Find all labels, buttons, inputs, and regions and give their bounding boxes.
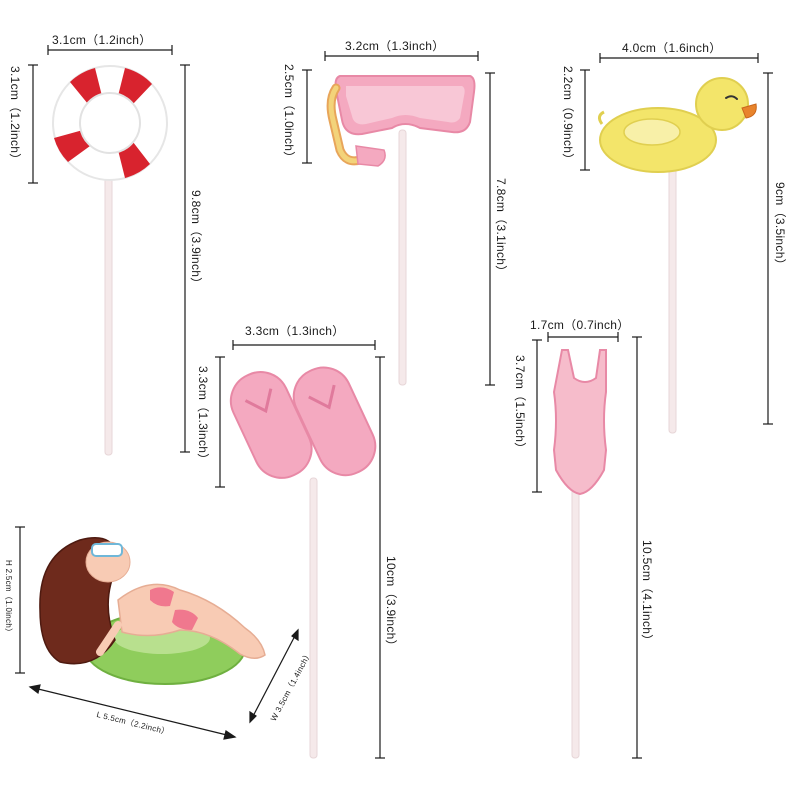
arm bbox=[96, 621, 122, 656]
duck-beak bbox=[741, 103, 757, 119]
duck-head bbox=[695, 77, 749, 131]
swimsuit-height-label: 3.7cm（1.5inch） bbox=[513, 355, 527, 455]
bikini-bottom bbox=[172, 609, 198, 630]
duck-total-label: 9cm（3.5inch） bbox=[773, 182, 787, 271]
snorkel-mouthpiece bbox=[355, 145, 386, 167]
goggles-width-label: 3.2cm（1.3inch） bbox=[345, 39, 445, 53]
swimsuit-width-label: 1.7cm（0.7inch） bbox=[530, 318, 630, 332]
sunglasses bbox=[91, 543, 123, 557]
goggles-topper bbox=[326, 75, 476, 386]
flipflops-topper bbox=[229, 366, 377, 759]
flipflops-stick bbox=[309, 477, 318, 759]
duck-stick bbox=[668, 167, 677, 434]
duck-width-label: 4.0cm（1.6inch） bbox=[622, 41, 722, 55]
goggles-stick bbox=[398, 129, 407, 386]
swimsuit-body bbox=[552, 349, 608, 496]
duck-height-label: 2.2cm（0.9inch） bbox=[561, 66, 575, 166]
flipflops-height-label: 3.3cm（1.3inch） bbox=[196, 366, 210, 466]
goggles-height-label: 2.5cm（1.0inch） bbox=[282, 64, 296, 164]
duck-topper bbox=[597, 77, 757, 434]
swimsuit-total-label: 10.5cm（4.1inch） bbox=[640, 540, 654, 647]
lifebuoy-stick bbox=[104, 174, 113, 456]
lifebuoy-width-label: 3.1cm（1.2inch） bbox=[52, 33, 152, 47]
goggles-total-label: 7.8cm（3.1inch） bbox=[494, 178, 508, 278]
flipflops-total-label: 10cm（3.9inch） bbox=[384, 556, 398, 652]
lifebuoy-height-label: 3.1cm（1.2inch） bbox=[8, 66, 22, 166]
swimsuit-topper bbox=[552, 349, 608, 759]
lifebuoy-total-label: 9.8cm（3.9inch） bbox=[189, 190, 203, 290]
swimsuit-stick bbox=[571, 487, 580, 759]
figure-height-label: H 2.5cm（1.0inch） bbox=[4, 560, 13, 637]
flipflops-width-label: 3.3cm（1.3inch） bbox=[245, 324, 345, 338]
flipflop-right bbox=[292, 366, 377, 477]
lifebuoy-topper bbox=[52, 65, 168, 456]
dimension-lines bbox=[15, 45, 773, 759]
bikini-top bbox=[150, 587, 174, 607]
girl-figure bbox=[39, 537, 266, 685]
